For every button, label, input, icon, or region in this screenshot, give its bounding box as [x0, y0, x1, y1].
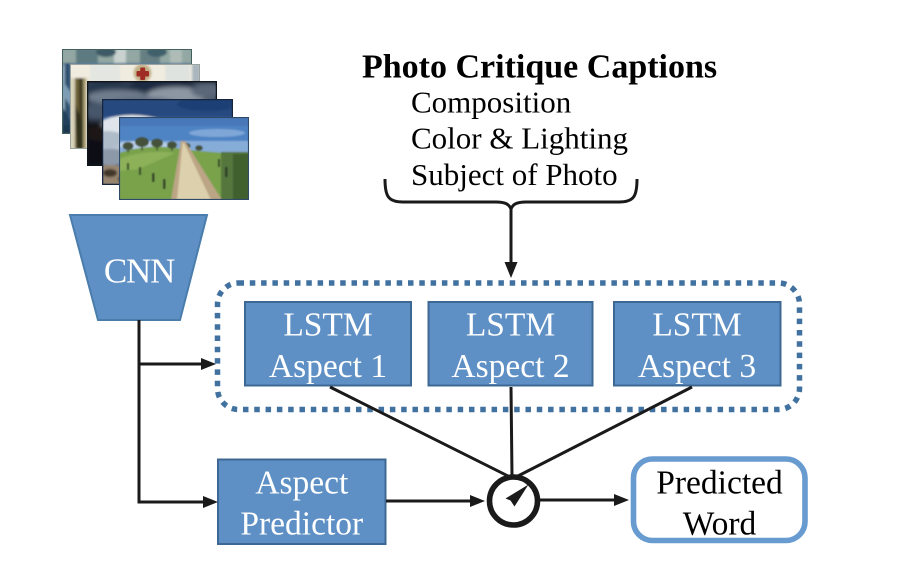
svg-text:Aspect: Aspect: [255, 464, 349, 501]
svg-text:Subject of Photo: Subject of Photo: [411, 157, 618, 192]
svg-text:LSTM: LSTM: [466, 307, 555, 344]
svg-text:Composition: Composition: [411, 84, 572, 119]
svg-text:LSTM: LSTM: [283, 307, 372, 344]
svg-text:CNN: CNN: [104, 252, 175, 291]
svg-text:Aspect 1: Aspect 1: [269, 348, 387, 385]
svg-text:Predicted: Predicted: [656, 464, 783, 501]
svg-text:Aspect 3: Aspect 3: [638, 348, 756, 385]
svg-text:LSTM: LSTM: [652, 307, 741, 344]
svg-text:Color & Lighting: Color & Lighting: [411, 121, 628, 156]
svg-text:Aspect 2: Aspect 2: [451, 348, 569, 385]
svg-text:Predictor: Predictor: [240, 505, 363, 542]
svg-text:Photo Critique Captions: Photo Critique Captions: [362, 48, 717, 85]
svg-text:Word: Word: [683, 505, 757, 542]
